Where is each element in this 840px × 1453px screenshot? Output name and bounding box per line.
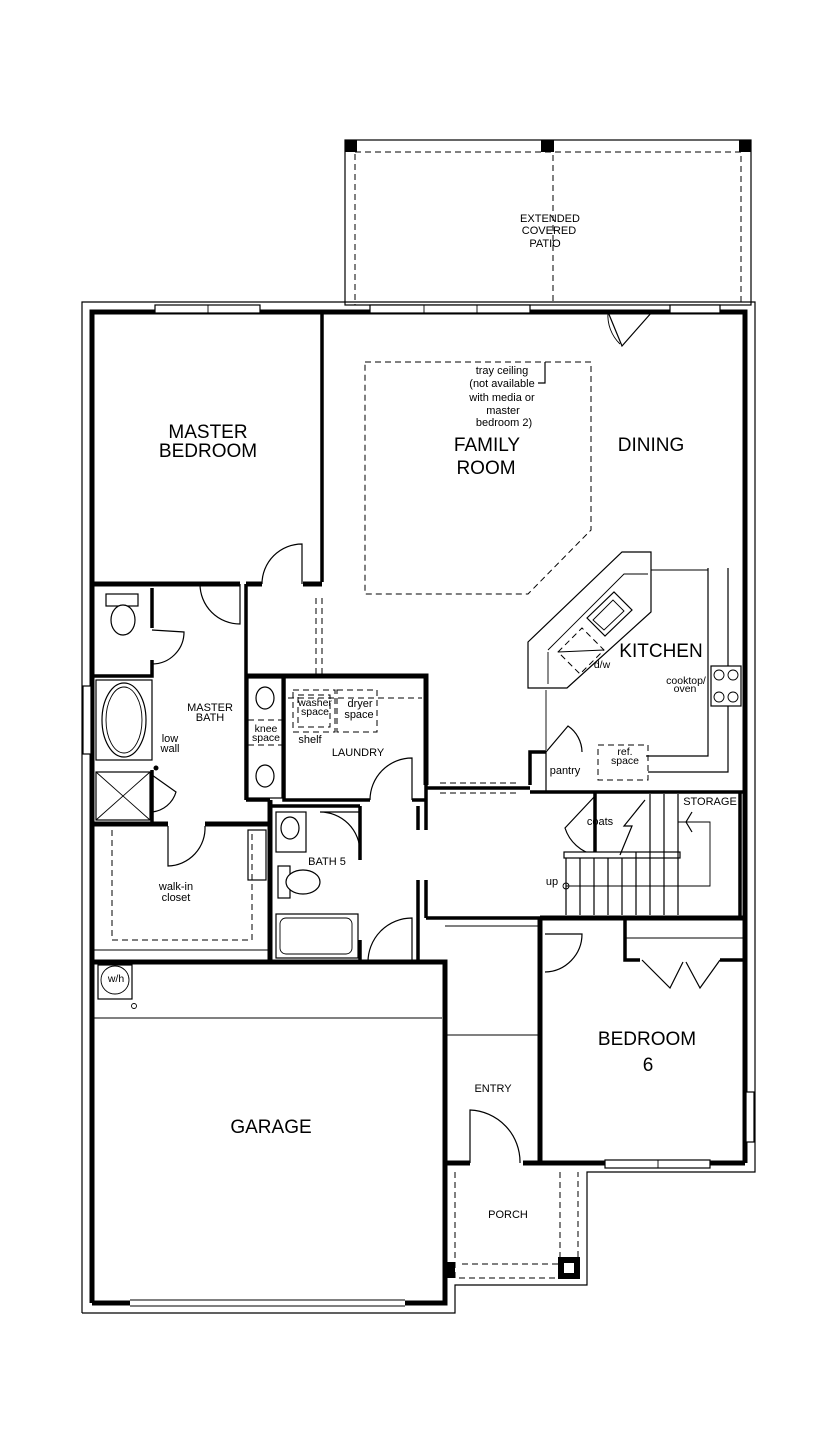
washer-space-label-2: space <box>301 706 329 718</box>
entry-label: ENTRY <box>474 1083 512 1095</box>
ref-space-label-2: space <box>611 755 639 767</box>
laundry-fixtures <box>288 689 422 733</box>
dryer-space-label-1: dryer <box>347 698 372 710</box>
master-bedroom-label-2: BEDROOM <box>159 441 257 462</box>
porch <box>445 1172 580 1279</box>
dining-label: DINING <box>618 435 685 456</box>
tray-ceiling-note-4: master <box>486 405 520 417</box>
master-bath-fixtures <box>95 593 283 821</box>
kitchen-fixtures <box>527 551 742 781</box>
laundry-label: LAUNDRY <box>332 747 385 759</box>
pantry-label: pantry <box>550 765 581 777</box>
dryer-space-label-2: space <box>344 709 373 721</box>
master-bath-label-2: BATH <box>196 712 225 724</box>
patio-label-2: COVERED <box>522 225 576 237</box>
exterior-outline <box>81 301 756 1314</box>
shelf-label: shelf <box>298 734 322 746</box>
garage-label: GARAGE <box>230 1117 311 1138</box>
porch-label: PORCH <box>488 1209 528 1221</box>
doors <box>151 311 721 1164</box>
tray-ceiling-note-1: tray ceiling <box>476 365 529 377</box>
tray-ceiling-note-2: (not available <box>469 378 534 390</box>
knee-space-label-1: knee <box>255 723 278 735</box>
family-room-label-1: FAMILY <box>454 435 520 456</box>
washer-space-label-1: washer <box>297 697 332 709</box>
low-wall-label-2: wall <box>160 743 180 755</box>
stairs-up-label: up <box>546 876 558 888</box>
bath5-fixtures <box>275 811 359 959</box>
patio-label-1: EXTENDED <box>520 213 580 225</box>
water-heater-label: w/h <box>107 973 125 985</box>
tray-ceiling-note-3: with media or <box>468 392 535 404</box>
patio-label-3: PATIO <box>529 238 561 250</box>
walkin-closet-label-1: walk-in <box>158 881 193 893</box>
family-room-label-2: ROOM <box>456 458 515 479</box>
master-bath-label-1: MASTER <box>187 702 233 714</box>
tray-ceiling-note-5: bedroom 2) <box>476 417 532 429</box>
bedroom6-label-2: 6 <box>643 1055 654 1076</box>
cooktop-label-2: oven <box>674 683 697 695</box>
cooktop-label-1: cooktop/ <box>666 675 706 687</box>
walk-in-closet-shelves <box>111 829 267 941</box>
dishwasher-label: d/w <box>594 659 611 671</box>
room-labels: EXTENDED COVERED PATIO MASTER BEDROOM tr… <box>107 213 737 1221</box>
walkin-closet-label-2: closet <box>162 892 191 904</box>
bath5-label: BATH 5 <box>308 856 346 868</box>
storage-label: STORAGE <box>683 796 737 808</box>
tray-ceiling-outline <box>364 361 592 595</box>
master-bedroom-label-1: MASTER <box>168 422 247 443</box>
extended-covered-patio <box>344 139 752 306</box>
kitchen-label: KITCHEN <box>619 641 702 662</box>
knee-space-label-2: space <box>252 732 280 744</box>
stairs <box>562 794 711 915</box>
coats-label: coats <box>587 816 614 828</box>
ref-space-label-1: ref. <box>617 746 632 758</box>
garage-fixtures <box>97 964 137 1009</box>
windows <box>82 304 755 1169</box>
bedroom6-label-1: BEDROOM <box>598 1029 696 1050</box>
low-wall-label-1: low <box>162 733 179 745</box>
